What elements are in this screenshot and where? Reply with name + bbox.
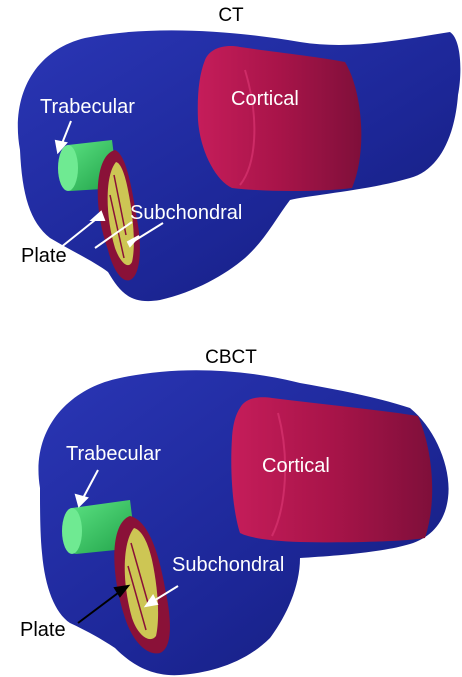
cortical-label: Cortical: [262, 455, 330, 478]
plate-label: Plate: [20, 619, 66, 642]
cbct-panel: CBCT: [0, 338, 462, 677]
subchondral-label: Subchondral: [172, 554, 284, 577]
plate-label: Plate: [21, 245, 67, 268]
cortical-region: [198, 46, 362, 191]
trabecular-label: Trabecular: [66, 443, 161, 466]
trabecular-label: Trabecular: [40, 96, 135, 119]
subchondral-label: Subchondral: [130, 202, 242, 225]
ct-panel: CT: [0, 0, 462, 338]
cortical-label: Cortical: [231, 88, 299, 111]
cbct-bone-render: [0, 338, 462, 677]
ct-bone-render: [0, 0, 462, 338]
